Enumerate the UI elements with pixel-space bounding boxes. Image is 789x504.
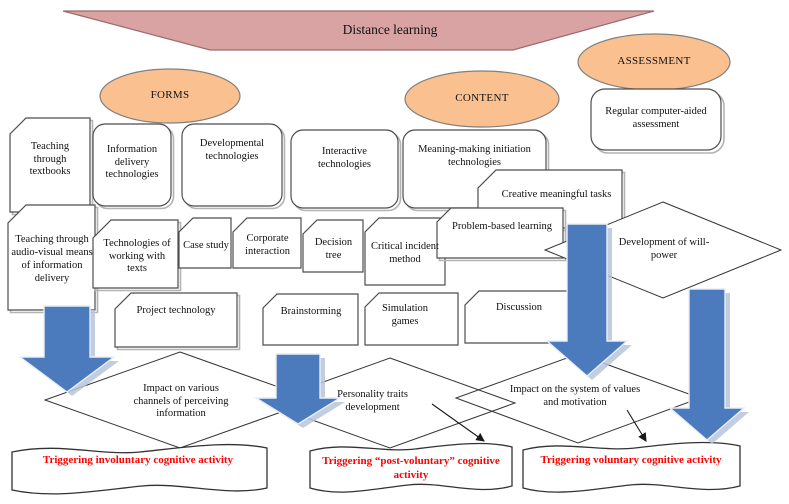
- case-study-label: Case study: [183, 239, 229, 251]
- outcome-involuntary-label: Triggering involuntary cognitive activit…: [42, 453, 234, 466]
- interactive-label: Interactive technologies: [317, 146, 372, 170]
- arrow-content-down: [545, 223, 629, 377]
- brainstorming-card: [262, 293, 359, 346]
- project-card: [114, 292, 238, 348]
- problem-based-label: Problem-based learning: [451, 220, 552, 232]
- content-label: CONTENT: [455, 91, 509, 104]
- assessment-box-shape: [590, 88, 722, 151]
- developmental-label: Developmental technologies: [199, 138, 265, 162]
- creative-tasks-label: Creative meaningful tasks: [501, 188, 612, 200]
- meaning-making-label: Meaning-making initiation technologies: [418, 144, 531, 168]
- outcome-post-voluntary-shape: [309, 442, 513, 493]
- arrow-forms-down: [17, 305, 117, 393]
- channels-label: Impact on various channels of perceiving…: [133, 382, 229, 420]
- working-texts-card: [92, 219, 179, 289]
- simulation-games-card: [364, 292, 459, 346]
- content-ellipse: [404, 70, 560, 128]
- will-power-label: Development of will-power: [618, 237, 710, 261]
- project-label: Project technology: [136, 304, 216, 316]
- values-diamond: [454, 353, 702, 444]
- decision-tree-label: Decision tree: [314, 237, 353, 261]
- critical-incident-card: [364, 217, 446, 286]
- information-delivery-box: [92, 123, 172, 207]
- arrow-personality-down: [253, 353, 343, 425]
- connector-values-to-voluntary: [626, 409, 647, 442]
- discussion-card: [464, 290, 571, 344]
- assessment-box-label: Regular computer-aided assessment: [605, 106, 707, 130]
- textbooks-label: Teaching through textbooks: [29, 140, 71, 178]
- corporate-interaction-label: Corporate interaction: [245, 233, 290, 257]
- case-study-card: [178, 217, 232, 269]
- forms-label: FORMS: [150, 88, 190, 101]
- critical-incident-label: Critical incident method: [371, 241, 439, 265]
- interactive-box: [290, 129, 399, 209]
- corporate-interaction-card: [232, 217, 302, 269]
- problem-based-card: [436, 207, 564, 259]
- developmental-box: [181, 123, 283, 207]
- outcome-involuntary-shape: [11, 443, 268, 495]
- working-texts-label: Technologies of working with texts: [103, 237, 171, 275]
- personality-label: Personality traits development: [337, 389, 408, 413]
- banner-shape: [62, 10, 655, 51]
- banner-title: Distance learning: [342, 21, 438, 37]
- outcome-voluntary-label: Triggering voluntary cognitive activity: [540, 453, 722, 466]
- outcome-voluntary-shape: [522, 441, 741, 493]
- decision-tree-card: [302, 219, 364, 273]
- connector-values-to-post-voluntary: [431, 403, 485, 442]
- outcome-post-voluntary-label: Triggering “post-voluntary” cognitive ac…: [322, 454, 500, 481]
- simulation-games-label: Simulation games: [381, 303, 429, 327]
- information-delivery-label: Information delivery technologies: [105, 143, 159, 181]
- discussion-label: Discussion: [495, 301, 543, 313]
- arrow-will-power-down: [668, 288, 746, 441]
- brainstorming-label: Brainstorming: [280, 305, 342, 317]
- audio-visual-label: Teaching through audio-visual means of i…: [11, 234, 93, 284]
- assessment-label: ASSESSMENT: [617, 54, 691, 67]
- forms-ellipse: [99, 68, 241, 124]
- values-label: Impact on the system of values and motiv…: [509, 384, 641, 408]
